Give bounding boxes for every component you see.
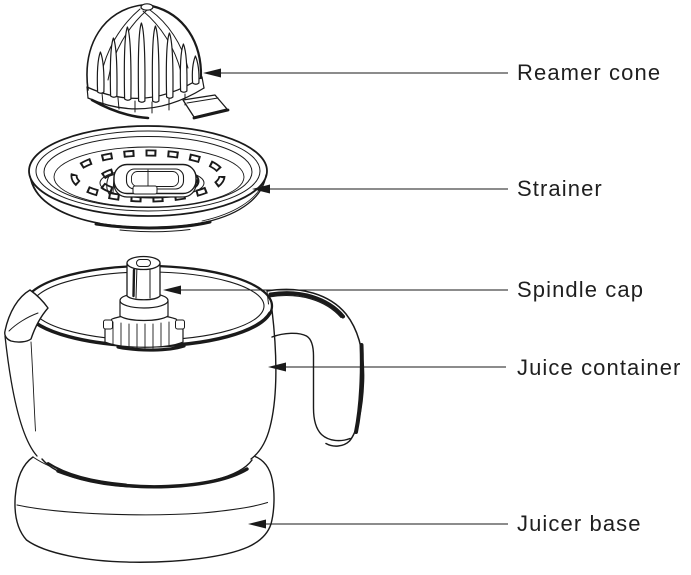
label-juicer-base: Juicer base [517, 511, 642, 536]
spout [4, 289, 49, 343]
arrowhead-juicer-base [248, 519, 266, 529]
label-juice-container: Juice container [517, 355, 682, 380]
arrowhead-strainer [252, 184, 270, 194]
leader-strainer [252, 184, 508, 194]
arrowhead-reamer-cone [203, 68, 221, 78]
leader-reamer-cone [203, 68, 508, 78]
juice-container-drawing [4, 264, 365, 489]
reamer-fins [96, 22, 200, 103]
leader-juice-container [268, 362, 506, 372]
handle [266, 288, 365, 447]
label-strainer: Strainer [517, 176, 603, 201]
reamer-cone-drawing [86, 3, 230, 120]
leader-lines [163, 68, 508, 529]
strainer-drawing [28, 125, 268, 233]
spindle-cap-drawing [103, 255, 186, 352]
label-reamer-cone: Reamer cone [517, 60, 662, 85]
base-seam [16, 501, 269, 516]
arrowhead-juice-container [268, 362, 286, 372]
label-spindle-cap: Spindle cap [517, 277, 645, 302]
leader-juicer-base [248, 519, 508, 529]
arrowhead-spindle-cap [163, 285, 181, 295]
leader-spindle-cap [163, 285, 508, 295]
